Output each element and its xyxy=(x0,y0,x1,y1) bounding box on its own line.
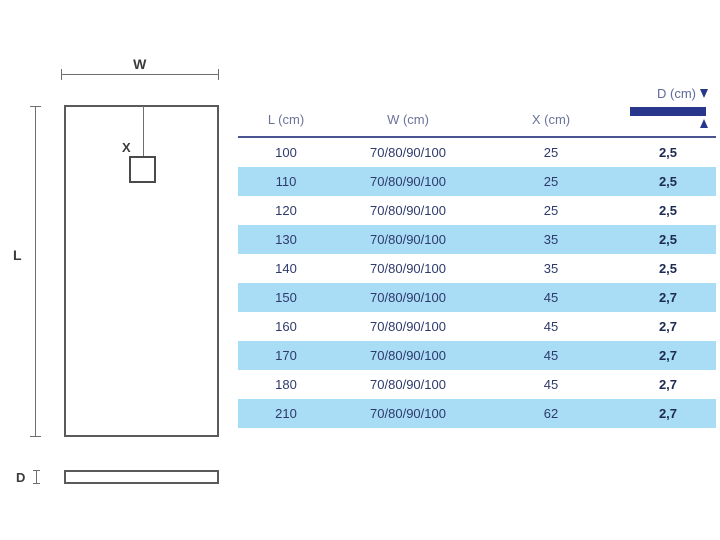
cell-width: 70/80/90/100 xyxy=(334,399,482,428)
cell-drain-offset: 45 xyxy=(482,283,620,312)
cell-depth: 2,5 xyxy=(620,225,716,254)
cell-length: 100 xyxy=(275,145,297,160)
length-dimension-line xyxy=(35,106,36,436)
cell-width: 70/80/90/100 xyxy=(334,167,482,196)
cell-depth: 2,5 xyxy=(658,203,678,218)
width-dimension-tick-right xyxy=(218,69,219,80)
cell-drain-offset: 25 xyxy=(543,203,559,218)
table-row: 160 70/80/90/100 45 2,7 xyxy=(238,312,716,341)
tray-side-profile-outline xyxy=(64,470,219,484)
cell-drain-offset: 45 xyxy=(482,341,620,370)
cell-length: 210 xyxy=(238,399,334,428)
length-dimension-tick-top xyxy=(30,106,41,107)
cell-width: 70/80/90/100 xyxy=(370,203,446,218)
tray-top-view-outline xyxy=(64,105,219,437)
cell-length: 150 xyxy=(238,283,334,312)
column-header-w: W (cm) xyxy=(334,106,482,138)
length-dimension-tick-bottom xyxy=(30,436,41,437)
cell-length: 170 xyxy=(238,341,334,370)
cell-depth: 2,5 xyxy=(620,167,716,196)
width-dimension-line xyxy=(61,74,219,75)
column-header-l: L (cm) xyxy=(238,106,334,138)
table-row: 100 70/80/90/100 25 2,5 xyxy=(238,137,716,167)
cell-depth: 2,7 xyxy=(658,377,678,392)
cell-width: 70/80/90/100 xyxy=(370,145,446,160)
depth-column-legend: D (cm) xyxy=(620,86,716,132)
width-dimension-tick-left xyxy=(61,69,62,80)
cell-width: 70/80/90/100 xyxy=(370,261,446,276)
cell-depth: 2,7 xyxy=(620,283,716,312)
table-row: 140 70/80/90/100 35 2,5 xyxy=(238,254,716,283)
drain-offset-dimension-line xyxy=(143,106,144,169)
cell-depth: 2,7 xyxy=(620,399,716,428)
drain-offset-label: X xyxy=(122,140,131,155)
depth-column-legend-label: D (cm) xyxy=(657,86,696,101)
drain-square-icon xyxy=(129,156,156,183)
depth-dimension-bracket xyxy=(33,470,40,484)
cell-length: 110 xyxy=(238,167,334,196)
cell-width: 70/80/90/100 xyxy=(334,225,482,254)
cell-width: 70/80/90/100 xyxy=(370,377,446,392)
shower-tray-diagram: W L X D xyxy=(0,0,238,540)
table-row: 120 70/80/90/100 25 2,5 xyxy=(238,196,716,225)
length-dimension-label: L xyxy=(13,247,22,263)
arrow-up-icon xyxy=(700,119,708,128)
depth-profile-bar xyxy=(630,107,706,116)
cell-length: 160 xyxy=(275,319,297,334)
cell-width: 70/80/90/100 xyxy=(334,283,482,312)
cell-width: 70/80/90/100 xyxy=(370,319,446,334)
cell-drain-offset: 45 xyxy=(543,377,559,392)
arrow-down-icon xyxy=(700,89,708,98)
cell-drain-offset: 35 xyxy=(482,225,620,254)
cell-length: 130 xyxy=(238,225,334,254)
cell-drain-offset: 62 xyxy=(482,399,620,428)
cell-depth: 2,7 xyxy=(658,319,678,334)
cell-depth: 2,5 xyxy=(658,145,678,160)
cell-length: 180 xyxy=(275,377,297,392)
width-dimension-label: W xyxy=(133,56,147,72)
cell-drain-offset: 25 xyxy=(482,167,620,196)
cell-drain-offset: 35 xyxy=(543,261,559,276)
cell-depth: 2,7 xyxy=(620,341,716,370)
depth-dimension-label: D xyxy=(16,470,26,485)
cell-depth: 2,5 xyxy=(658,261,678,276)
specification-table-wrap: D (cm) L (cm) W (cm) X (cm) 100 70/80/90/… xyxy=(238,86,716,428)
column-header-x: X (cm) xyxy=(482,106,620,138)
cell-length: 120 xyxy=(275,203,297,218)
cell-drain-offset: 45 xyxy=(543,319,559,334)
table-header-row: L (cm) W (cm) X (cm) xyxy=(238,106,716,138)
cell-length: 140 xyxy=(275,261,297,276)
cell-width: 70/80/90/100 xyxy=(334,341,482,370)
table-row: 180 70/80/90/100 45 2,7 xyxy=(238,370,716,399)
cell-drain-offset: 25 xyxy=(543,145,559,160)
